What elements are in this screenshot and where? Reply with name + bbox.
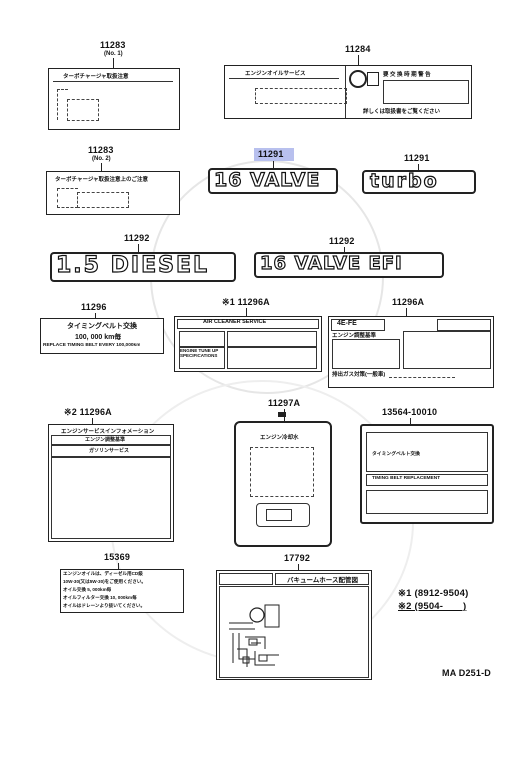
emblem-turbo: turbo bbox=[362, 169, 476, 194]
label-text: ターボチャージャ取扱注意上のご注意 bbox=[55, 177, 149, 183]
label-turbo-caution-2: ターボチャージャ取扱注意上のご注意 bbox=[46, 171, 180, 215]
part-number-13564-10010: 13564-10010 bbox=[382, 407, 438, 417]
diagram-code: MA D251-D bbox=[442, 668, 491, 678]
label-air-cleaner-service: AIR CLEANER SERVICE ENGINE TUNE UP SPECI… bbox=[174, 316, 322, 372]
label-sub: エンジン調整基準 bbox=[332, 333, 377, 339]
oil-line-5: オイルはドレーンより抜いてください。 bbox=[63, 603, 146, 608]
label-engine-oil-service: エンジンオイルサービス 要 交 換 時 期 警 告 詳しくは取扱書をご覧ください bbox=[224, 65, 472, 119]
legend-item-1: ※1 (8912-9504) bbox=[398, 588, 469, 599]
leader-line bbox=[101, 163, 102, 171]
part-number-11283-1: 11283 bbox=[100, 40, 126, 50]
part-number-11283-2: 11283 bbox=[88, 145, 114, 155]
highlight-11291 bbox=[254, 148, 294, 161]
label-title: エンジンオイルサービス bbox=[245, 71, 306, 77]
part-number-11297a: 11297A bbox=[268, 398, 301, 408]
oil-line-4: オイルフィルター交換 10, 000km毎 bbox=[63, 595, 137, 600]
label-line3: REPLACE TIMING BELT EVERY 100,000km bbox=[43, 343, 141, 348]
legend-item-2: ※2 (9504- ) bbox=[398, 601, 467, 612]
emblem-text: turbo bbox=[369, 169, 439, 192]
label-line1: タイミングベルト交換 bbox=[67, 323, 137, 330]
part-number-11291-b: 11291 bbox=[404, 153, 430, 163]
emblem-text: 1.5 DIESEL bbox=[55, 252, 209, 278]
leader-line bbox=[118, 563, 119, 569]
part-number-11284: 11284 bbox=[345, 44, 371, 54]
label-title: AIR CLEANER SERVICE bbox=[203, 319, 267, 325]
label-footer: 詳しくは取扱書をご覧ください bbox=[363, 109, 441, 115]
emblem-16-valve: 16 VALVE bbox=[208, 168, 338, 194]
leader-line bbox=[410, 418, 411, 424]
part-note-no1: (No. 1) bbox=[104, 51, 123, 57]
part-number-11296a-1: ※1 11296A bbox=[222, 297, 270, 307]
label-timing-belt: タイミングベルト交換 100, 000 km毎 REPLACE TIMING B… bbox=[40, 318, 164, 354]
emblem-16-valve-efi: 16 VALVE EFI bbox=[254, 252, 444, 278]
oil-line-3: オイル交換 5, 000km毎 bbox=[63, 587, 112, 592]
tab-icon bbox=[278, 412, 286, 417]
part-number-17792: 17792 bbox=[284, 553, 311, 563]
label-engine-coolant: エンジン冷却水 bbox=[234, 421, 332, 547]
label-title: エンジンサービスインフォメーション bbox=[61, 429, 155, 435]
label-title: 4E-FE bbox=[337, 320, 357, 327]
emblem-text: 16 VALVE bbox=[213, 168, 321, 191]
part-note-no2: (No. 2) bbox=[92, 156, 111, 162]
part-number-11296a-2: 11296A bbox=[392, 297, 425, 307]
label-engine-service-info: エンジンサービスインフォメーション エンジン調整基準 ガソリンサービス bbox=[48, 424, 174, 542]
leader-line bbox=[246, 308, 247, 316]
leader-line bbox=[358, 55, 359, 65]
label-foot: 排出ガス対策(一般車) bbox=[332, 372, 386, 378]
leader-line bbox=[406, 308, 407, 316]
label-row1: タイミングベルト交換 bbox=[372, 452, 420, 457]
wrench-icon bbox=[349, 70, 367, 88]
label-cols: 要 交 換 時 期 警 告 bbox=[383, 72, 431, 78]
leader-line bbox=[298, 564, 299, 570]
label-text: ターボチャージャ取扱注意 bbox=[63, 74, 129, 80]
oil-line-1: エンジンオイルは、ディーゼル用CD級 bbox=[63, 571, 143, 576]
label-turbo-caution-1: ターボチャージャ取扱注意 bbox=[48, 68, 180, 130]
leader-line bbox=[273, 161, 274, 168]
label-timing-belt-replacement: タイミングベルト交換 TIMING BELT REPLACEMENT bbox=[360, 424, 494, 524]
part-number-11296a-3: ※2 11296A bbox=[64, 407, 112, 417]
label-row2: TIMING BELT REPLACEMENT bbox=[372, 476, 441, 481]
label-text: エンジン冷却水 bbox=[260, 435, 299, 441]
label-vacuum-hose-diagram: バキュームホース配管図 bbox=[216, 570, 372, 680]
label-row2: ガソリンサービス bbox=[89, 448, 130, 454]
part-number-11296: 11296 bbox=[81, 302, 107, 312]
part-number-11292-a: 11292 bbox=[124, 233, 150, 243]
label-diesel-oil-info: エンジンオイルは、ディーゼル用CD級 10W-30(又は5W-30)をご使用くだ… bbox=[60, 569, 184, 613]
label-line2: 100, 000 km毎 bbox=[75, 334, 122, 341]
leader-line bbox=[92, 418, 93, 424]
emblem-text: 16 VALVE EFI bbox=[259, 252, 403, 274]
part-number-11292-b: 11292 bbox=[329, 236, 355, 246]
leader-line bbox=[138, 244, 139, 252]
leader-line bbox=[113, 58, 114, 68]
leader-line bbox=[95, 313, 96, 318]
leader-line bbox=[418, 164, 419, 170]
label-sub: ENGINE TUNE UP SPECIFICATIONS bbox=[180, 348, 219, 358]
part-number-11291-a[interactable]: 11291 bbox=[258, 149, 284, 159]
oil-line-2: 10W-30(又は5W-30)をご使用ください。 bbox=[63, 579, 147, 584]
part-number-15369: 15369 bbox=[104, 552, 131, 562]
vacuum-hose-schematic bbox=[229, 604, 280, 667]
oil-can-icon bbox=[367, 72, 379, 86]
leader-line bbox=[344, 247, 345, 252]
label-4e-fe: 4E-FE エンジン調整基準 排出ガス対策(一般車) bbox=[328, 316, 494, 388]
label-row1: エンジン調整基準 bbox=[85, 437, 126, 443]
emblem-15-diesel: 1.5 DIESEL bbox=[50, 252, 236, 282]
label-title: バキュームホース配管図 bbox=[287, 577, 358, 584]
